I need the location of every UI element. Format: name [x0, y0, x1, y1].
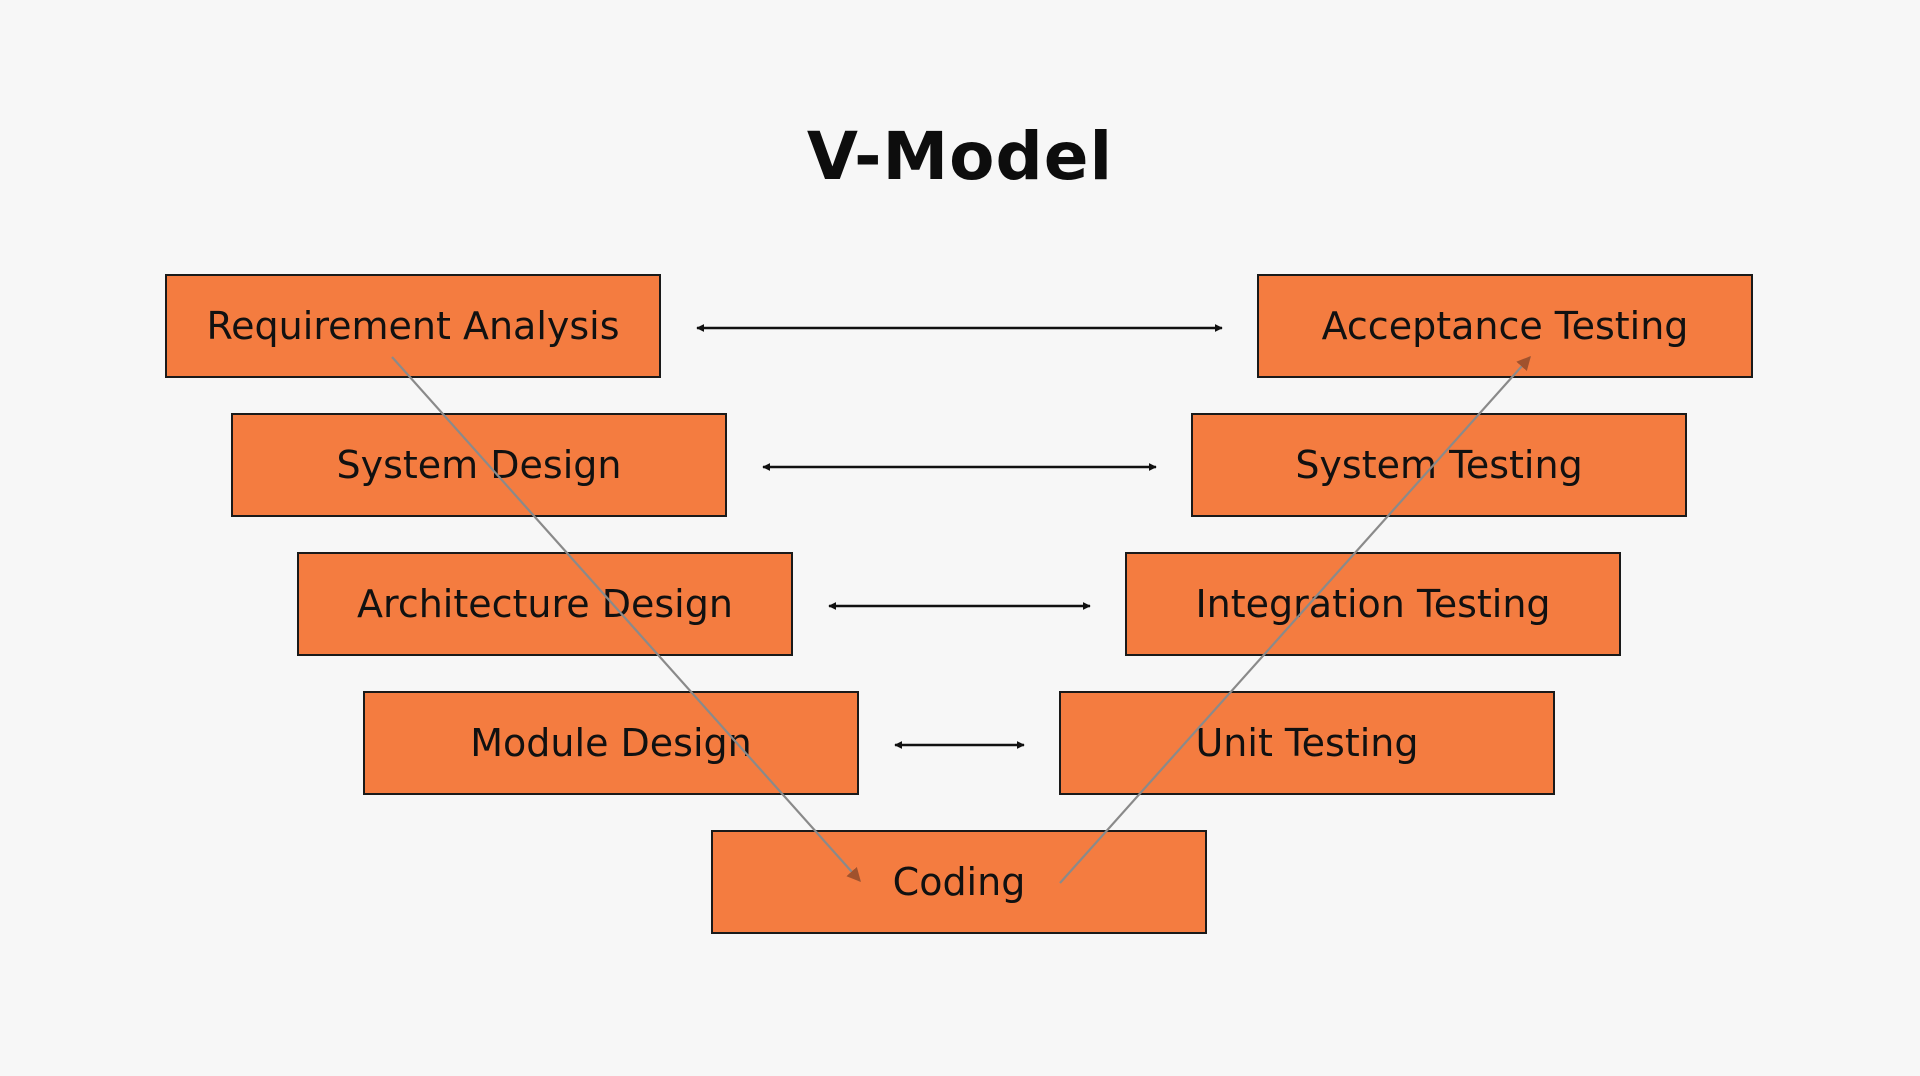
box-integration-testing: Integration Testing [1125, 552, 1621, 656]
diagram-title: V-Model [806, 118, 1114, 195]
box-system-design: System Design [231, 413, 727, 517]
box-architecture-design: Architecture Design [297, 552, 793, 656]
box-system-testing: System Testing [1191, 413, 1687, 517]
box-module-design: Module Design [363, 691, 859, 795]
box-requirement-analysis: Requirement Analysis [165, 274, 661, 378]
box-coding: Coding [711, 830, 1207, 934]
box-unit-testing: Unit Testing [1059, 691, 1555, 795]
box-acceptance-testing: Acceptance Testing [1257, 274, 1753, 378]
